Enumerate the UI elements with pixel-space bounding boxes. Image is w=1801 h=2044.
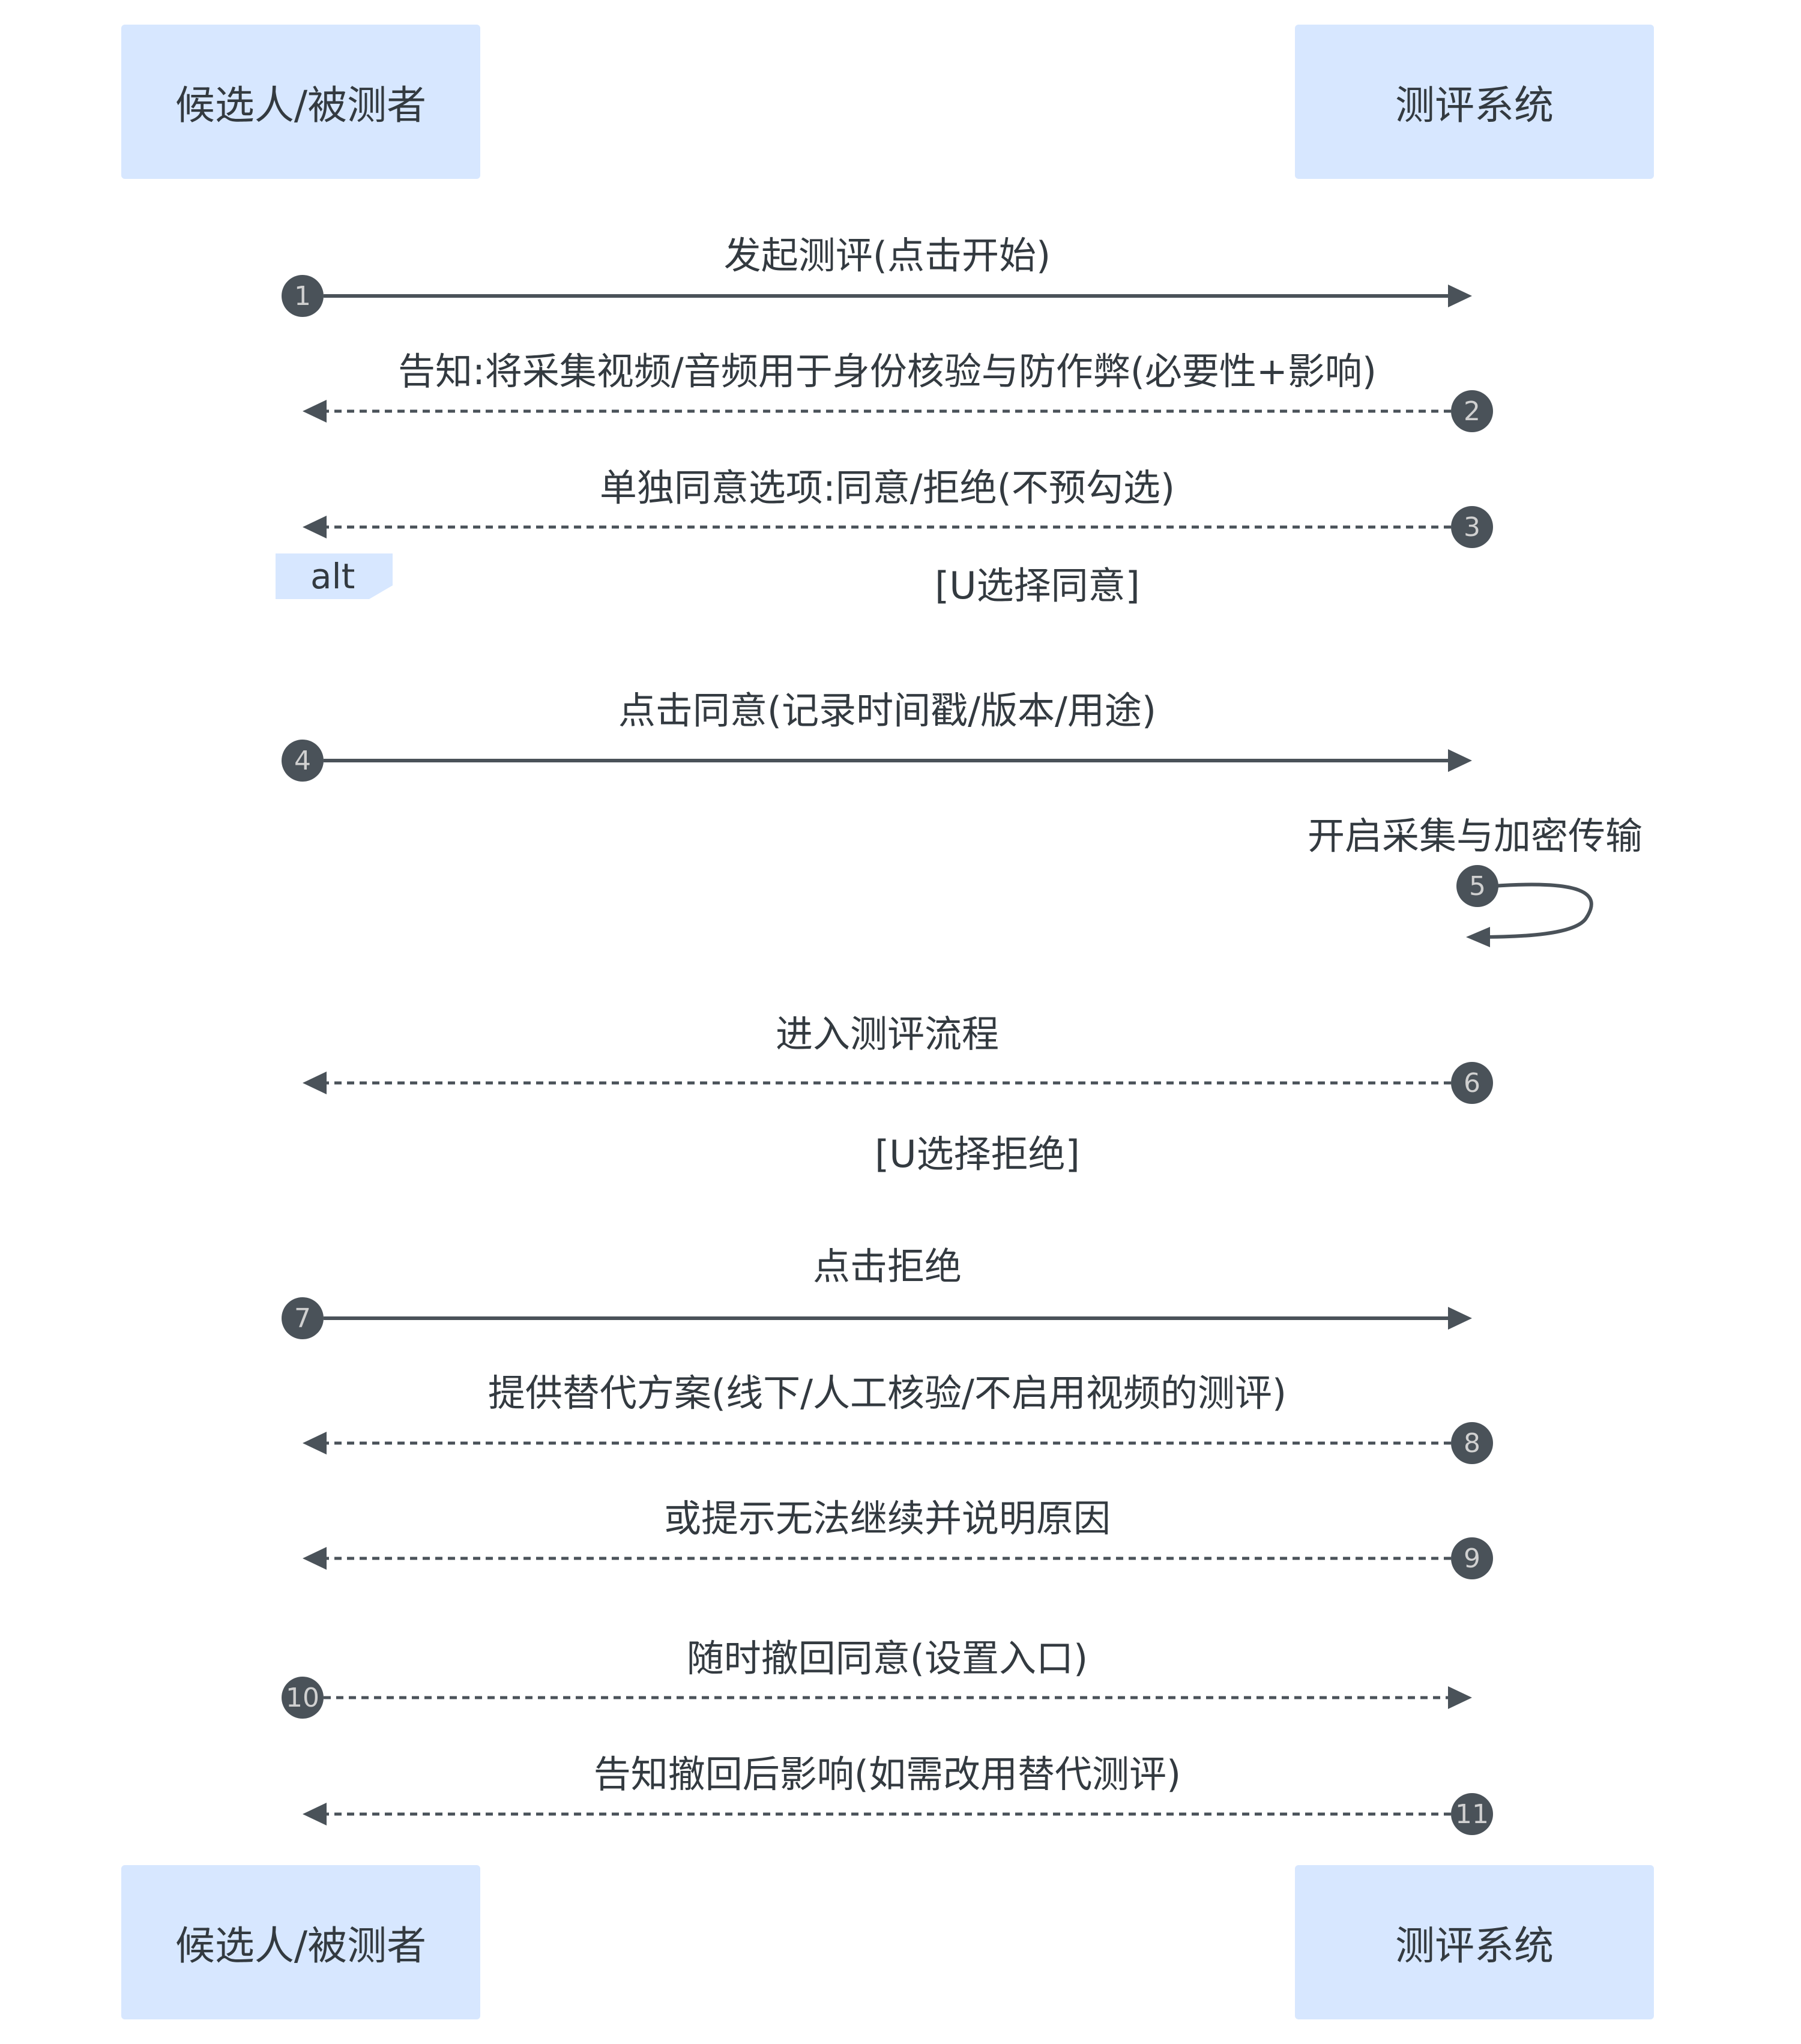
sequence-number-badge: 3 (1451, 506, 1493, 548)
message-label: 告知撤回后影响(如需改用替代测评) (593, 1752, 1181, 1796)
arrowhead (303, 1803, 327, 1825)
participant-system-top: 测评系统 (1295, 25, 1654, 179)
sequence-number-badge: 2 (1451, 390, 1493, 432)
participant-system-bottom: 测评系统 (1295, 1865, 1654, 2019)
participant-candidate-top: 候选人/被测者 (121, 25, 480, 179)
sequence-number-badge: 9 (1451, 1537, 1493, 1579)
message-label: 告知:将采集视频/音频用于身份核验与防作弊(必要性+影响) (397, 349, 1377, 393)
arrowhead (303, 1072, 327, 1094)
sequence-number-badge: 1 (282, 275, 324, 317)
participant-candidate-bottom: 候选人/被测者 (121, 1865, 480, 2019)
sequence-number-badge: 7 (282, 1297, 324, 1339)
arrowhead (303, 400, 327, 423)
arrowhead (303, 516, 327, 538)
arrowhead (1448, 1307, 1472, 1330)
alt-condition-refuse: [U选择拒绝] (875, 1132, 1080, 1176)
message-label: 点击同意(记录时间戳/版本/用途) (618, 689, 1157, 732)
message-label: 随时撤回同意(设置入口) (686, 1636, 1088, 1680)
sequence-number-badge: 11 (1451, 1793, 1493, 1835)
message-label: 开启采集与加密传输 (1307, 814, 1643, 858)
arrowhead (1466, 927, 1490, 947)
sequence-number-badge: 5 (1456, 865, 1498, 907)
message-label: 或提示无法继续并说明原因 (663, 1497, 1111, 1540)
arrowhead (303, 1547, 327, 1570)
sequence-number-badge: 8 (1451, 1422, 1493, 1464)
arrowhead (1448, 1686, 1472, 1709)
message-label: 进入测评流程 (775, 1012, 1000, 1056)
message-label: 点击拒绝 (812, 1244, 962, 1288)
alt-condition-consent: [U选择同意] (935, 564, 1140, 607)
sequence-number-badge: 6 (1451, 1062, 1493, 1104)
arrowhead (303, 1432, 327, 1455)
message-label: 单独同意选项:同意/拒绝(不预勾选) (599, 466, 1175, 510)
message-label: 发起测评(点击开始) (723, 234, 1051, 277)
alt-fragment-label: alt (276, 553, 393, 599)
message-label: 提供替代方案(线下/人工核验/不启用视频的测评) (487, 1371, 1287, 1415)
arrowhead (1448, 285, 1472, 307)
self-message-loop (1477, 882, 1593, 939)
arrowhead (1448, 749, 1472, 772)
sequence-number-badge: 4 (282, 740, 324, 782)
sequence-number-badge: 10 (282, 1677, 324, 1719)
